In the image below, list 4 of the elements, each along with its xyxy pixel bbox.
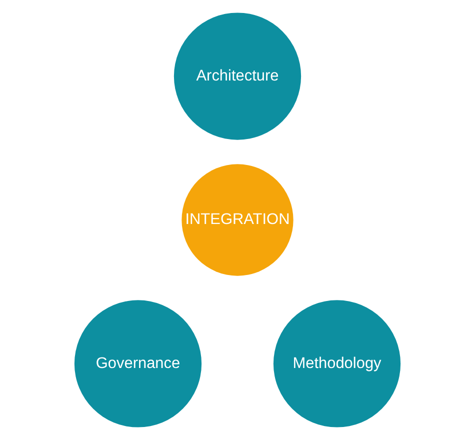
node-circle: INTEGRATION bbox=[181, 164, 293, 276]
node-circle: Methodology bbox=[272, 300, 400, 428]
node-circle: Architecture bbox=[173, 12, 301, 140]
node-circle: Governance bbox=[74, 300, 202, 428]
